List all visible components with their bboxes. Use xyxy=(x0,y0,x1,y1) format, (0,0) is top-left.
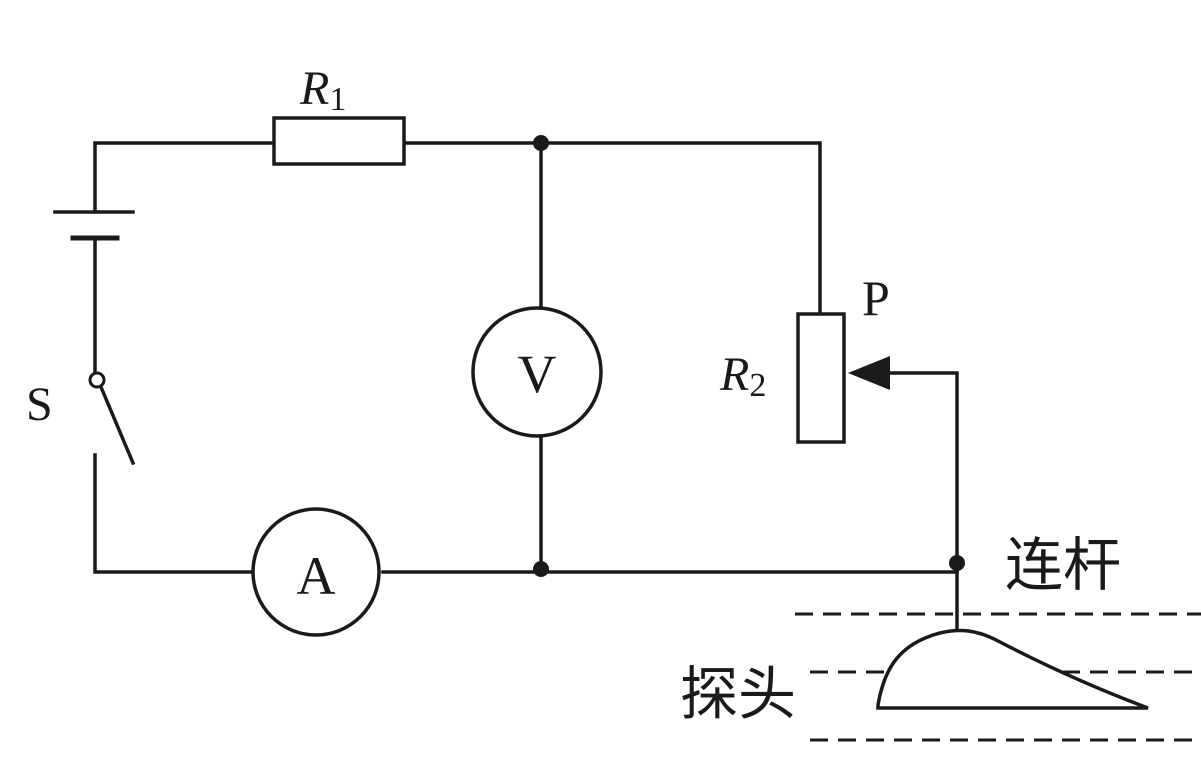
switch-label: S xyxy=(26,378,53,431)
probe-label: 探头 xyxy=(680,660,796,728)
junction-top xyxy=(533,135,549,151)
ammeter-label: A xyxy=(297,546,336,606)
junction-bottom-right xyxy=(949,555,965,571)
probe-icon xyxy=(876,628,1149,710)
r2-label: R2 xyxy=(719,348,766,404)
slider-arrow-icon xyxy=(848,356,890,390)
wire-rod xyxy=(886,371,959,634)
voltmeter-icon xyxy=(471,306,603,438)
resistor-r1 xyxy=(272,116,406,166)
ammeter-icon xyxy=(251,507,381,637)
wire-left-lower xyxy=(93,453,255,574)
wire-top-left xyxy=(93,141,274,214)
rheostat-r2 xyxy=(796,312,846,444)
junction-bottom-mid xyxy=(533,561,549,577)
battery-icon xyxy=(53,210,135,241)
r1-label: R1 xyxy=(299,62,346,118)
rod-label: 连杆 xyxy=(1005,531,1121,599)
switch-icon xyxy=(88,371,136,466)
voltmeter-label: V xyxy=(518,344,557,404)
wire-top-right xyxy=(403,141,822,316)
slider-label: P xyxy=(862,270,890,326)
